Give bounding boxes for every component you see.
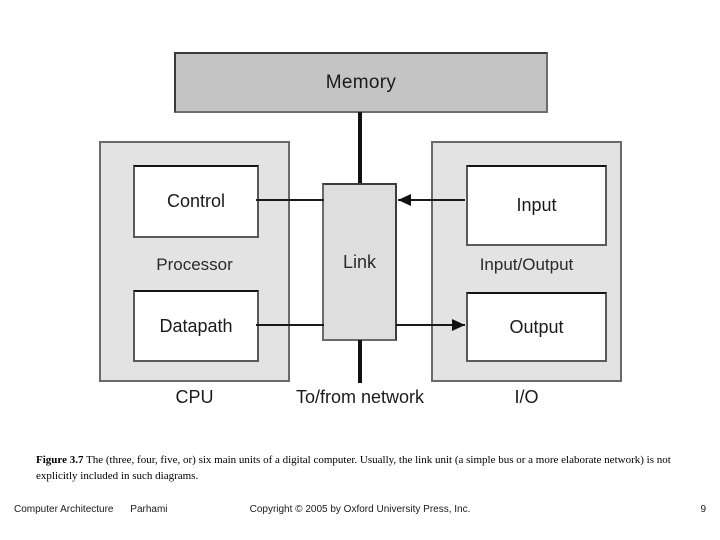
footer-left: Computer Architecture Parhami bbox=[14, 504, 168, 515]
connector-link-output bbox=[396, 324, 465, 326]
processor-group-label: Processor bbox=[156, 255, 233, 274]
connector-datapath-link bbox=[256, 324, 324, 326]
processor-group: Control Processor Datapath bbox=[99, 141, 290, 382]
figure-caption: Figure 3.7 The (three, four, five, or) s… bbox=[36, 453, 684, 485]
figure-caption-text: The (three, four, five, or) six main uni… bbox=[36, 454, 671, 482]
network-label: To/from network bbox=[295, 387, 425, 407]
link-label: Link bbox=[342, 251, 377, 272]
control-block: Control bbox=[133, 165, 259, 238]
connector-link-network bbox=[358, 340, 362, 383]
datapath-block: Datapath bbox=[133, 290, 259, 362]
output-label: Output bbox=[509, 316, 564, 337]
arrow-right-icon bbox=[452, 319, 465, 331]
footer-page-number: 9 bbox=[700, 504, 706, 515]
io-group: Input Input/Output Output bbox=[431, 141, 622, 382]
control-label: Control bbox=[166, 191, 226, 211]
input-block: Input bbox=[466, 165, 607, 246]
footer-course: Computer Architecture bbox=[14, 504, 114, 515]
slide-footer: Computer Architecture Parhami Copyright … bbox=[0, 504, 720, 524]
footer-copyright: Copyright © 2005 by Oxford University Pr… bbox=[249, 504, 471, 515]
link-block: Link bbox=[322, 183, 397, 341]
datapath-label: Datapath bbox=[159, 315, 233, 336]
memory-label: Memory bbox=[325, 71, 397, 93]
cpu-label: CPU bbox=[175, 387, 214, 407]
output-block: Output bbox=[466, 292, 607, 362]
io-label: I/O bbox=[514, 387, 539, 407]
input-label: Input bbox=[516, 195, 557, 215]
memory-block: Memory bbox=[174, 52, 548, 113]
connector-input-link bbox=[398, 199, 465, 201]
arrow-left-icon bbox=[398, 194, 411, 206]
io-group-label: Input/Output bbox=[479, 255, 574, 274]
connector-memory-link bbox=[358, 112, 362, 184]
figure-number: Figure 3.7 bbox=[36, 454, 84, 466]
footer-author: Parhami bbox=[130, 504, 168, 515]
figure-diagram: Memory Control Processor Datapath Link I… bbox=[99, 52, 622, 407]
connector-control-link bbox=[256, 199, 324, 201]
